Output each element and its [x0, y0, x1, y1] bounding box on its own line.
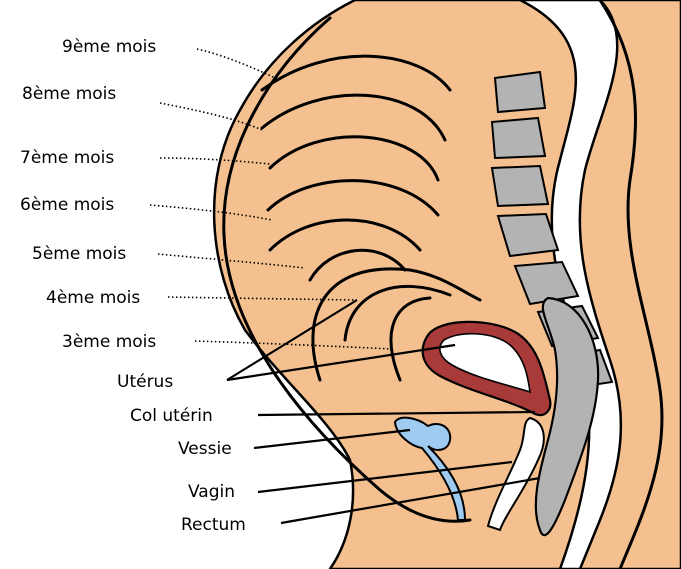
label-uterus: Utérus — [117, 372, 173, 392]
label-cervix: Col utérin — [130, 406, 213, 426]
label-month-5: 5ème mois — [32, 244, 126, 264]
label-month-9: 9ème mois — [62, 37, 156, 57]
label-month-7: 7ème mois — [20, 148, 114, 168]
label-month-8: 8ème mois — [22, 84, 116, 104]
organ-labels: Utérus Col utérin Vessie Vagin Rectum — [117, 372, 246, 535]
label-month-6: 6ème mois — [20, 195, 114, 215]
label-month-3: 3ème mois — [62, 332, 156, 352]
label-month-4: 4ème mois — [46, 288, 140, 308]
label-bladder: Vessie — [178, 439, 232, 459]
month-labels: 9ème mois 8ème mois 7ème mois 6ème mois … — [20, 37, 156, 352]
label-vagina: Vagin — [188, 482, 235, 502]
label-rectum: Rectum — [181, 515, 246, 535]
